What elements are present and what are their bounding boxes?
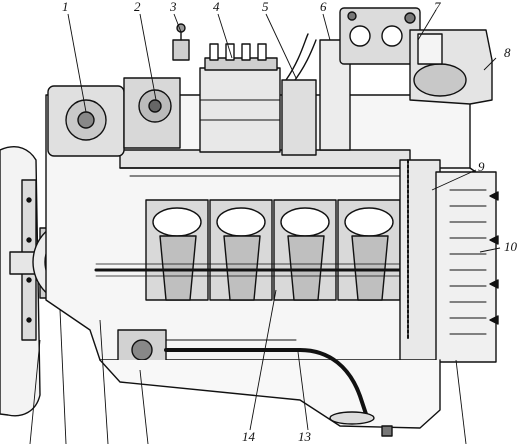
valve-3 [172,39,190,61]
mount-bolts [26,197,32,323]
callout-5: 5 [262,0,269,14]
callout-8: 8 [504,45,511,60]
callout-9: 9 [478,159,485,174]
drain-plug [381,425,393,437]
fins [449,189,487,335]
strainer [329,411,375,425]
callout-10: 10 [504,239,517,254]
callout-4: 4 [213,0,220,14]
callout-3: 3 [170,0,177,14]
callout-13: 13 [298,429,311,444]
callout-6: 6 [320,0,327,14]
notches [489,191,499,325]
oil-intake-pipe [164,348,370,422]
callout-14: 14 [242,429,255,444]
timing-housing [399,159,441,361]
unit-6 [319,39,351,151]
injection-pump [199,67,281,153]
callout-7: 7 [434,0,441,14]
callout-2: 2 [134,0,141,14]
callout-1: 1 [62,0,69,14]
leader-lines [29,9,501,445]
filter-5 [281,79,317,156]
oil-sump [99,359,441,429]
connecting-rods [159,235,389,301]
fuel-lines [285,33,317,85]
flywheel-housing [435,171,497,363]
